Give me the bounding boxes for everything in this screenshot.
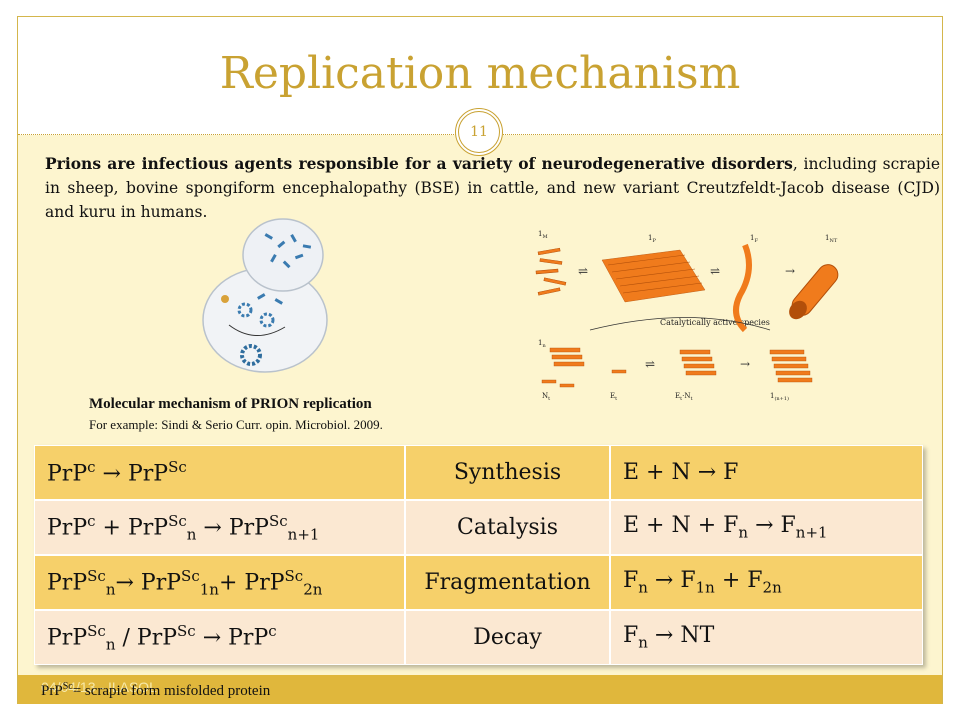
figure-reference: For example: Sindi & Serio Curr. opin. M… — [89, 417, 383, 432]
nanotube — [789, 264, 839, 320]
process-cell: Fragmentation — [405, 555, 610, 610]
bottom-stacks — [541, 347, 813, 388]
process-cell: Catalysis — [405, 500, 610, 555]
page-number-badge: 11 — [455, 108, 503, 156]
protofibril-sheet — [601, 249, 706, 303]
reaction-cell: PrPc → PrPSc — [34, 445, 405, 500]
fibril-cluster-top — [264, 233, 312, 269]
intro-rest: , including scrapie in sheep, bovine spo… — [45, 155, 940, 221]
label-1p: 1P — [648, 234, 656, 244]
footer-date: 04/04/13 - ILASOL — [41, 679, 157, 695]
label-1m: 1M — [538, 230, 548, 240]
process-cell: Synthesis — [405, 445, 610, 500]
equilibrium-arrow-3: ⇌ — [645, 357, 655, 371]
reaction-cell: PrPScn→ PrPSc1n+ PrPSc2n — [34, 555, 405, 610]
label-out: 1(n+1) — [770, 392, 789, 402]
table-row: PrPc → PrPSc Synthesis E + N → F — [34, 445, 923, 500]
slide-title: Replication mechanism — [219, 48, 741, 99]
equation-cell: Fn → NT — [610, 610, 923, 665]
reaction-table: PrPc → PrPSc Synthesis E + N → F PrPc + … — [34, 445, 923, 665]
equilibrium-arrow-1: ⇌ — [578, 264, 588, 278]
forward-arrow-2: → — [740, 357, 750, 371]
label-catalytic: Catalytically active species — [660, 318, 770, 327]
active-arrow — [589, 317, 771, 331]
aggregation-scheme: 1M 1P 1F 1NT Catalytically active specie… — [535, 230, 839, 402]
label-1n: 1n — [538, 339, 546, 349]
process-cell: Decay — [405, 610, 610, 665]
equation-cell: Fn → F1n + F2n — [610, 555, 923, 610]
table-row: PrPScn / PrPSc → PrPc Decay Fn → NT — [34, 610, 923, 665]
intro-paragraph: Prions are infectious agents responsible… — [45, 152, 940, 224]
footer-note: PrPSc= scrapie form misfolded protein — [41, 681, 271, 699]
equation-cell: E + N + Fn → Fn+1 — [610, 500, 923, 555]
equation-cell: E + N → F — [610, 445, 923, 500]
prion-cell-diagram — [202, 218, 328, 373]
monomers — [535, 247, 567, 296]
forward-arrow: → — [785, 264, 795, 278]
reaction-cell: PrPScn / PrPSc → PrPc — [34, 610, 405, 665]
label-1f: 1F — [750, 234, 758, 244]
budding-cell — [242, 218, 324, 292]
label-mid: Et·Nt — [675, 392, 693, 402]
monomer-dot — [221, 295, 229, 303]
intro-bold: Prions are infectious agents responsible… — [45, 154, 793, 173]
table-row: PrPScn→ PrPSc1n+ PrPSc2n Fragmentation F… — [34, 555, 923, 610]
cycle-arrow — [228, 324, 286, 336]
page-number: 11 — [470, 124, 488, 140]
fibril-cluster-mid — [237, 293, 283, 366]
equilibrium-arrow-2: ⇌ — [710, 264, 720, 278]
reaction-cell: PrPc + PrPScn → PrPScn+1 — [34, 500, 405, 555]
footer-bar — [18, 675, 942, 704]
figure-caption: Molecular mechanism of PRION replication — [89, 396, 372, 412]
label-1nt: 1NT — [825, 234, 838, 244]
sheet-lines — [607, 254, 703, 294]
twisted-fibril — [733, 243, 752, 333]
label-nt: Nt — [542, 392, 550, 402]
label-et: Et — [610, 392, 617, 402]
table-row: PrPc + PrPScn → PrPScn+1 Catalysis E + N… — [34, 500, 923, 555]
